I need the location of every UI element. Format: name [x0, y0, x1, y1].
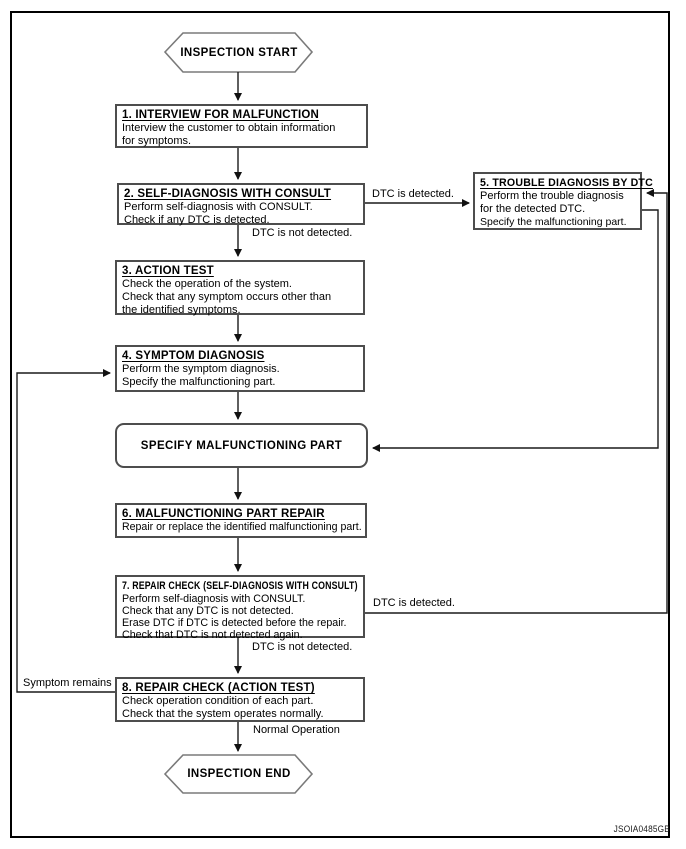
step-box-1-interview: 1. INTERVIEW FOR MALFUNCTION Interview t…	[115, 104, 368, 148]
step-5-line: for the detected DTC.	[480, 203, 586, 215]
step-7-line: Check that DTC is not detected again.	[122, 629, 303, 641]
step-2-title: 2. SELF-DIAGNOSIS WITH CONSULT	[124, 188, 332, 200]
step-6-title: 6. MALFUNCTIONING PART REPAIR	[122, 508, 325, 520]
start-hexagon-shape	[163, 32, 314, 73]
step-box-5-trouble-diagnosis: 5. TROUBLE DIAGNOSIS BY DTC Perform the …	[473, 172, 653, 230]
step-7-line: Perform self-diagnosis with CONSULT.	[122, 593, 306, 605]
start-terminator: INSPECTION START	[166, 33, 312, 72]
step-5-title: 5. TROUBLE DIAGNOSIS BY DTC	[480, 177, 653, 189]
step-1-line: Interview the customer to obtain informa…	[122, 122, 336, 134]
end-terminator: INSPECTION END	[166, 755, 312, 793]
step-box-2-self-diagnosis: 2. SELF-DIAGNOSIS WITH CONSULT Perform s…	[117, 183, 365, 226]
step-7-line: Check that any DTC is not detected.	[122, 605, 294, 617]
flow-arrows	[16, 72, 668, 752]
step-6-line: Repair or replace the identified malfunc…	[122, 521, 362, 533]
step-3-line: the identified symptoms.	[122, 304, 241, 316]
step-2-line: Perform self-diagnosis with CONSULT.	[124, 201, 313, 213]
step-8-line: Check operation condition of each part.	[122, 695, 314, 707]
start-label: INSPECTION START	[180, 46, 298, 59]
edge-label-dtc-not-detected-upper: DTC is not detected.	[252, 227, 353, 239]
step-1-line: for symptoms.	[122, 135, 192, 147]
step-box-6-part-repair: 6. MALFUNCTIONING PART REPAIR Repair or …	[115, 503, 367, 538]
edge-label-dtc-detected-upper: DTC is detected.	[372, 188, 454, 200]
figure-code: JSOIA0485GB	[613, 824, 670, 834]
end-label: INSPECTION END	[187, 768, 291, 780]
step-7-line: Erase DTC if DTC is detected before the …	[122, 617, 347, 629]
step-box-4-symptom-diagnosis: 4. SYMPTOM DIAGNOSIS Perform the symptom…	[115, 345, 365, 392]
step-4-title: 4. SYMPTOM DIAGNOSIS	[122, 350, 265, 362]
specify-malfunctioning-part-node: SPECIFY MALFUNCTIONING PART	[115, 423, 368, 468]
step-2-line: Check if any DTC is detected.	[124, 214, 270, 226]
step-5-line: Perform the trouble diagnosis	[480, 190, 624, 202]
step-3-title: 3. ACTION TEST	[122, 265, 214, 277]
step-4-line: Perform the symptom diagnosis.	[122, 363, 280, 375]
edge-label-dtc-not-detected-lower: DTC is not detected.	[252, 641, 353, 653]
step-box-7-repair-check-consult: 7. REPAIR CHECK (SELF-DIAGNOSIS WITH CON…	[115, 575, 365, 641]
edge-label-dtc-detected-lower: DTC is detected.	[373, 597, 455, 609]
step-5-line: Specify the malfunctioning part.	[480, 216, 627, 228]
specify-label: SPECIFY MALFUNCTIONING PART	[140, 439, 343, 452]
step-4-line: Specify the malfunctioning part.	[122, 376, 276, 388]
page-border	[10, 11, 670, 838]
step-8-line: Check that the system operates normally.	[122, 708, 324, 720]
step-7-title: 7. REPAIR CHECK (SELF-DIAGNOSIS WITH CON…	[122, 580, 358, 592]
step-box-3-action-test: 3. ACTION TEST Check the operation of th…	[115, 260, 365, 316]
edge-label-symptom-remains: Symptom remains	[23, 677, 112, 689]
step-1-title: 1. INTERVIEW FOR MALFUNCTION	[122, 109, 320, 121]
end-hexagon-shape	[163, 754, 314, 794]
edge-label-normal-operation: Normal Operation	[253, 724, 340, 736]
step-box-8-repair-check-action: 8. REPAIR CHECK (ACTION TEST) Check oper…	[115, 677, 365, 722]
step-3-line: Check the operation of the system.	[122, 278, 292, 290]
step-8-title: 8. REPAIR CHECK (ACTION TEST)	[122, 682, 315, 694]
step-3-line: Check that any symptom occurs other than	[122, 291, 332, 303]
